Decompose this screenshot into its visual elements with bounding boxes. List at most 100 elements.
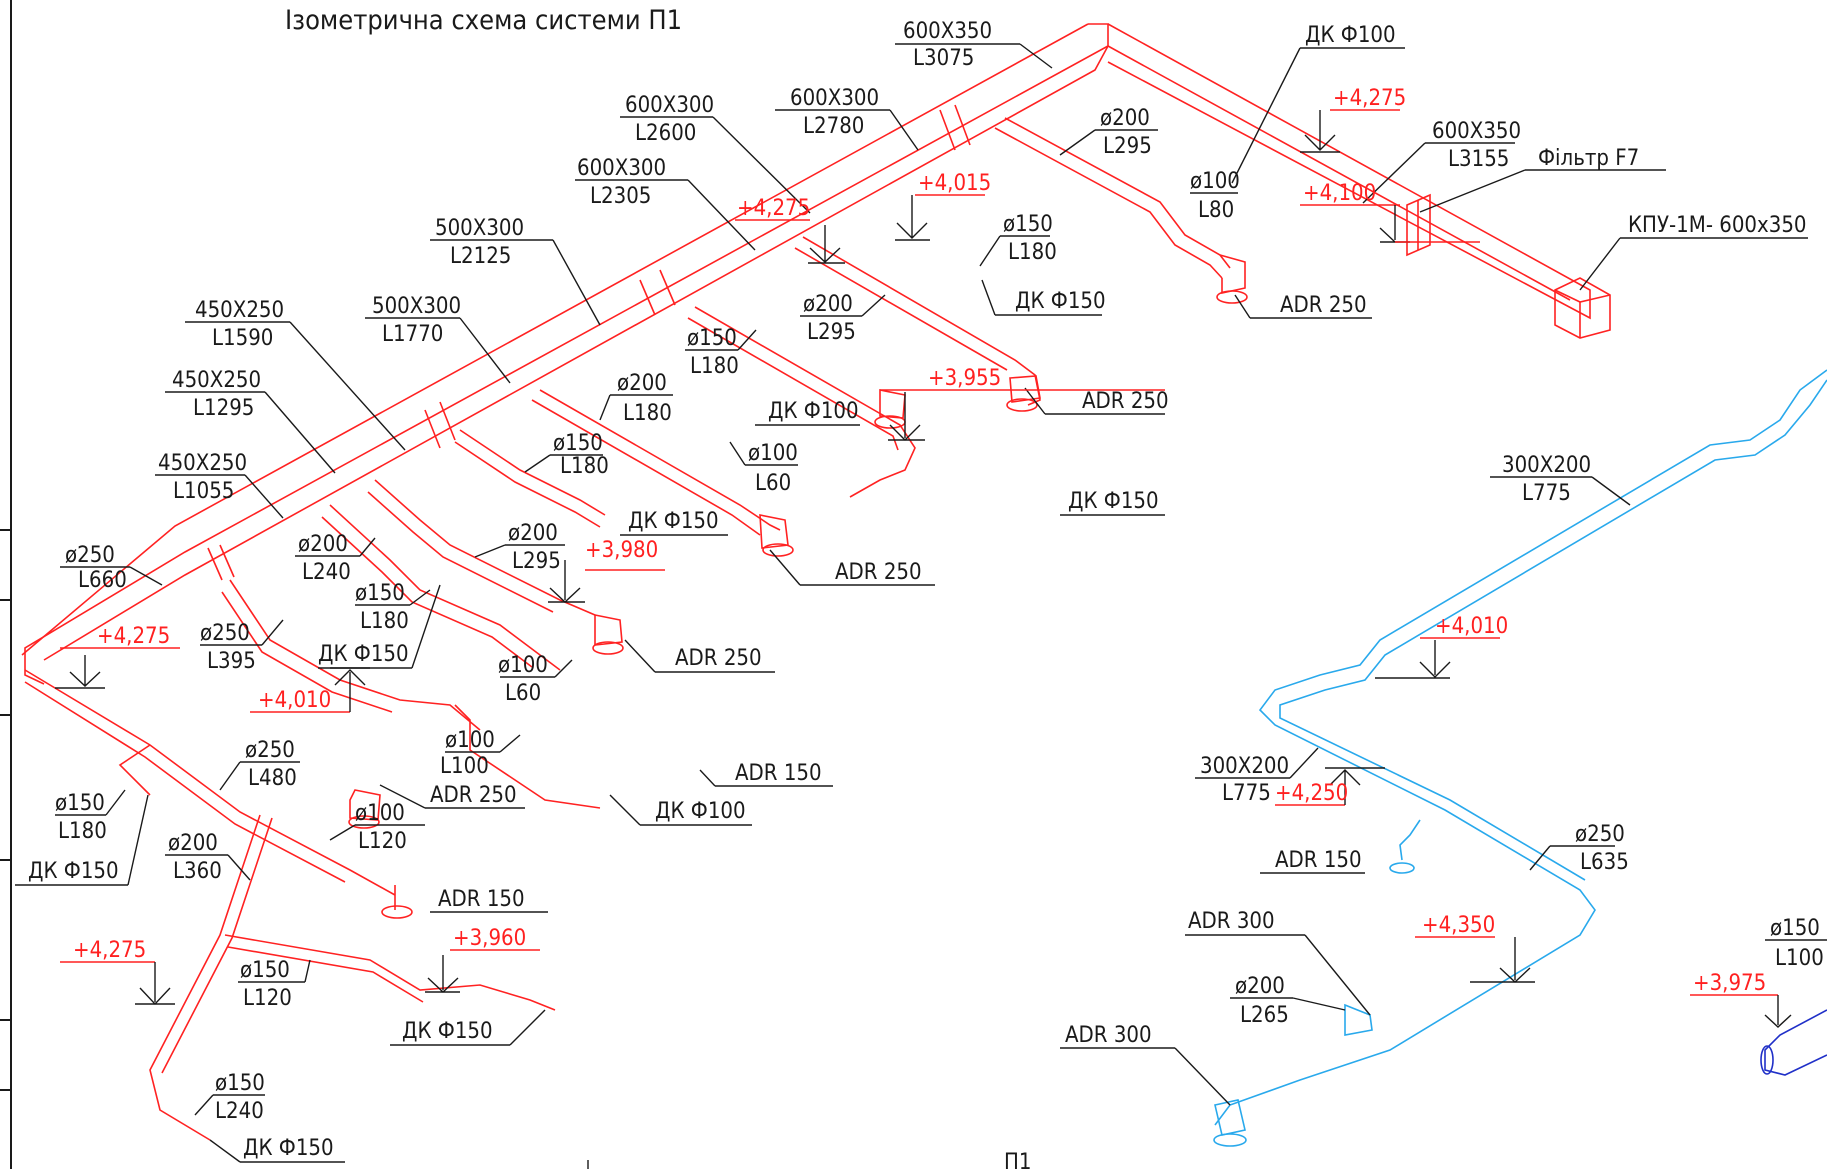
equipment-label: ДК Ф150 bbox=[402, 1019, 493, 1044]
duct-size: 500X300 bbox=[372, 294, 461, 319]
duct-size: ø200 bbox=[803, 292, 853, 317]
duct-size: 500X300 bbox=[435, 216, 524, 241]
elevation-value: +4,275 bbox=[73, 938, 146, 963]
duct-size: 300X200 bbox=[1200, 754, 1289, 779]
duct-length: L2125 bbox=[450, 244, 511, 269]
elevation-value: +4,100 bbox=[1303, 181, 1376, 206]
duct-size: ø100 bbox=[498, 653, 548, 678]
duct-length: L1055 bbox=[173, 479, 234, 504]
elevation-value: +3,960 bbox=[453, 926, 526, 951]
duct-size: ø150 bbox=[1003, 212, 1053, 237]
duct-length: L360 bbox=[173, 859, 222, 884]
duct-size: 450X250 bbox=[158, 451, 247, 476]
equipment-label: ADR 250 bbox=[835, 560, 922, 585]
duct-length: L295 bbox=[807, 320, 856, 345]
equipment-label: ADR 250 bbox=[675, 646, 762, 671]
duct-length: L395 bbox=[207, 649, 256, 674]
elevation-labels: +4,275 +4,100 +4,015 +4,275 +3,955 +3,98… bbox=[73, 86, 1766, 996]
equipment-label: ADR 250 bbox=[430, 783, 517, 808]
duct-size: 600X300 bbox=[790, 86, 879, 111]
equipment-label: ADR 150 bbox=[1275, 848, 1362, 873]
duct-length: L480 bbox=[248, 766, 297, 791]
equipment-label: ADR 150 bbox=[438, 887, 525, 912]
equipment-label: ДК Ф150 bbox=[28, 859, 119, 884]
duct-size: ø150 bbox=[1770, 916, 1820, 941]
elevation-value: +4,250 bbox=[1275, 781, 1348, 806]
elevation-value: +4,275 bbox=[737, 196, 810, 221]
elevation-markers bbox=[55, 109, 1792, 1028]
equipment-label: ADR 250 bbox=[1082, 389, 1169, 414]
blue-duct-network bbox=[1213, 369, 1827, 1147]
elevation-value: +4,010 bbox=[258, 688, 331, 713]
duct-size: 450X250 bbox=[195, 298, 284, 323]
bottom-label: П1 bbox=[1004, 1150, 1031, 1169]
duct-size: ø200 bbox=[168, 831, 218, 856]
duct-size: ø150 bbox=[553, 431, 603, 456]
duct-size: ø150 bbox=[355, 581, 405, 606]
elevation-value: +4,275 bbox=[1333, 86, 1406, 111]
duct-length: L120 bbox=[358, 829, 407, 854]
duct-size: 600X350 bbox=[1432, 119, 1521, 144]
duct-length: L180 bbox=[1008, 240, 1057, 265]
elevation-value: +4,010 bbox=[1435, 614, 1508, 639]
duct-length: L80 bbox=[1198, 198, 1234, 223]
equipment-label: КПУ-1М- 600х350 bbox=[1628, 213, 1807, 238]
annotation-leaders bbox=[15, 43, 1827, 1163]
duct-size: ø250 bbox=[1575, 822, 1625, 847]
equipment-label: ДК Ф150 bbox=[1015, 289, 1106, 314]
duct-size: ø200 bbox=[1100, 106, 1150, 131]
duct-size: ø200 bbox=[1235, 974, 1285, 999]
duct-size: ø150 bbox=[240, 958, 290, 983]
drawing-frame bbox=[0, 0, 12, 1169]
drawing-title: Ізометрична схема системи П1 bbox=[285, 5, 682, 36]
duct-size: 600X350 bbox=[903, 19, 992, 44]
duct-size: 300X200 bbox=[1502, 453, 1591, 478]
duct-size: ø100 bbox=[355, 801, 405, 826]
duct-length: L2780 bbox=[803, 114, 864, 139]
equipment-label: ADR 150 bbox=[735, 761, 822, 786]
elevation-value: +4,015 bbox=[918, 171, 991, 196]
duct-size: ø150 bbox=[55, 791, 105, 816]
duct-length: L1590 bbox=[212, 326, 273, 351]
duct-length: L180 bbox=[623, 401, 672, 426]
duct-length: L180 bbox=[58, 819, 107, 844]
duct-size: ø250 bbox=[65, 543, 115, 568]
equipment-label: ADR 300 bbox=[1188, 909, 1275, 934]
duct-length: L2305 bbox=[590, 184, 651, 209]
elevation-value: +4,275 bbox=[97, 624, 170, 649]
duct-size: ø100 bbox=[445, 728, 495, 753]
duct-length: L180 bbox=[360, 609, 409, 634]
duct-size: ø200 bbox=[617, 371, 667, 396]
duct-length: L660 bbox=[78, 568, 127, 593]
duct-size: ø150 bbox=[215, 1071, 265, 1096]
equipment-label: ДК Ф150 bbox=[318, 642, 409, 667]
duct-size: ø200 bbox=[508, 521, 558, 546]
duct-length: L1770 bbox=[382, 322, 443, 347]
duct-size: 600X300 bbox=[625, 93, 714, 118]
duct-length: L775 bbox=[1222, 781, 1271, 806]
duct-length: L60 bbox=[505, 681, 541, 706]
equipment-label: ДК Ф150 bbox=[243, 1136, 334, 1161]
duct-length: L180 bbox=[560, 454, 609, 479]
equipment-label: ДК Ф100 bbox=[768, 399, 859, 424]
duct-length: L635 bbox=[1580, 850, 1629, 875]
duct-length: L3075 bbox=[913, 46, 974, 71]
duct-size: ø150 bbox=[687, 326, 737, 351]
duct-length: L1295 bbox=[193, 396, 254, 421]
elevation-value: +3,975 bbox=[1693, 971, 1766, 996]
duct-length: L295 bbox=[512, 549, 561, 574]
duct-size: ø250 bbox=[200, 621, 250, 646]
equipment-label: ДК Ф150 bbox=[628, 509, 719, 534]
equipment-label: ADR 300 bbox=[1065, 1023, 1152, 1048]
duct-length: L265 bbox=[1240, 1003, 1289, 1028]
elevation-value: +3,955 bbox=[928, 366, 1001, 391]
equipment-label: ADR 250 bbox=[1280, 293, 1367, 318]
duct-length: L775 bbox=[1522, 481, 1571, 506]
duct-length: L295 bbox=[1103, 134, 1152, 159]
duct-size: 450X250 bbox=[172, 368, 261, 393]
equipment-labels: ДК Ф100 Фільтр F7 КПУ-1М- 600х350 ADR 25… bbox=[28, 23, 1807, 1161]
duct-size: ø200 bbox=[298, 532, 348, 557]
duct-length: L100 bbox=[440, 754, 489, 779]
navy-duct-stub bbox=[1760, 1009, 1827, 1076]
